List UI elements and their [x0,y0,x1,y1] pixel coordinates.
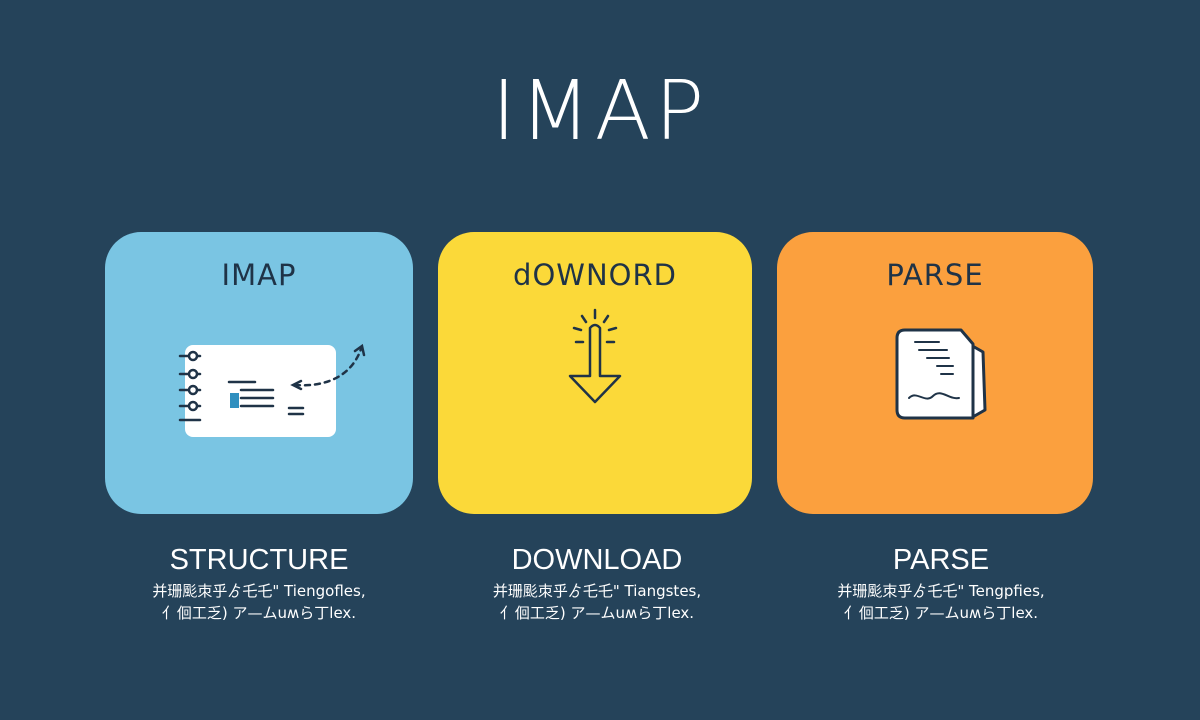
imap-card: IMAP [105,232,413,514]
diagram-title: IMAP [491,64,709,159]
parse-caption-title: PARSE [892,544,990,576]
download-card-title: dOWNORD [513,258,677,292]
download-caption-title: DOWNLOAD [511,544,683,576]
download-card: dOWNORD [438,232,752,514]
structure-caption-line-1: 并珊颩朿乎ゟ乇乇" Tiengofles, [152,582,366,600]
document-parse-icon [895,328,987,420]
parse-card-title: PARSE [886,258,984,292]
download-caption: DOWNLOAD 并珊颩朿乎ゟ乇乇" Tiangstes, 亻佪工乏) ア—ムu… [437,540,757,624]
parse-caption-line-2: 亻佪工乏) ア—ムuʍら丁lex. [843,604,1039,622]
parse-card: PARSE [777,232,1093,514]
download-caption-line-2: 亻佪工乏) ア—ムuʍら丁lex. [499,604,695,622]
download-arrow-icon [568,308,622,404]
imap-card-title: IMAP [221,258,297,292]
structure-caption: STRUCTURE 并珊颩朿乎ゟ乇乇" Tiengofles, 亻佪工乏) ア—… [99,540,419,624]
parse-caption-line-1: 并珊颩朿乎ゟ乇乇" Tengpfies, [837,582,1045,600]
email-structure-icon [178,343,366,437]
parse-caption: PARSE 并珊颩朿乎ゟ乇乇" Tengpfies, 亻佪工乏) ア—ムuʍら丁… [781,540,1101,624]
structure-caption-line-2: 亻佪工乏) ア—ムuʍら丁lex. [161,604,357,622]
download-caption-line-1: 并珊颩朿乎ゟ乇乇" Tiangstes, [492,582,702,600]
structure-caption-title: STRUCTURE [169,544,349,576]
